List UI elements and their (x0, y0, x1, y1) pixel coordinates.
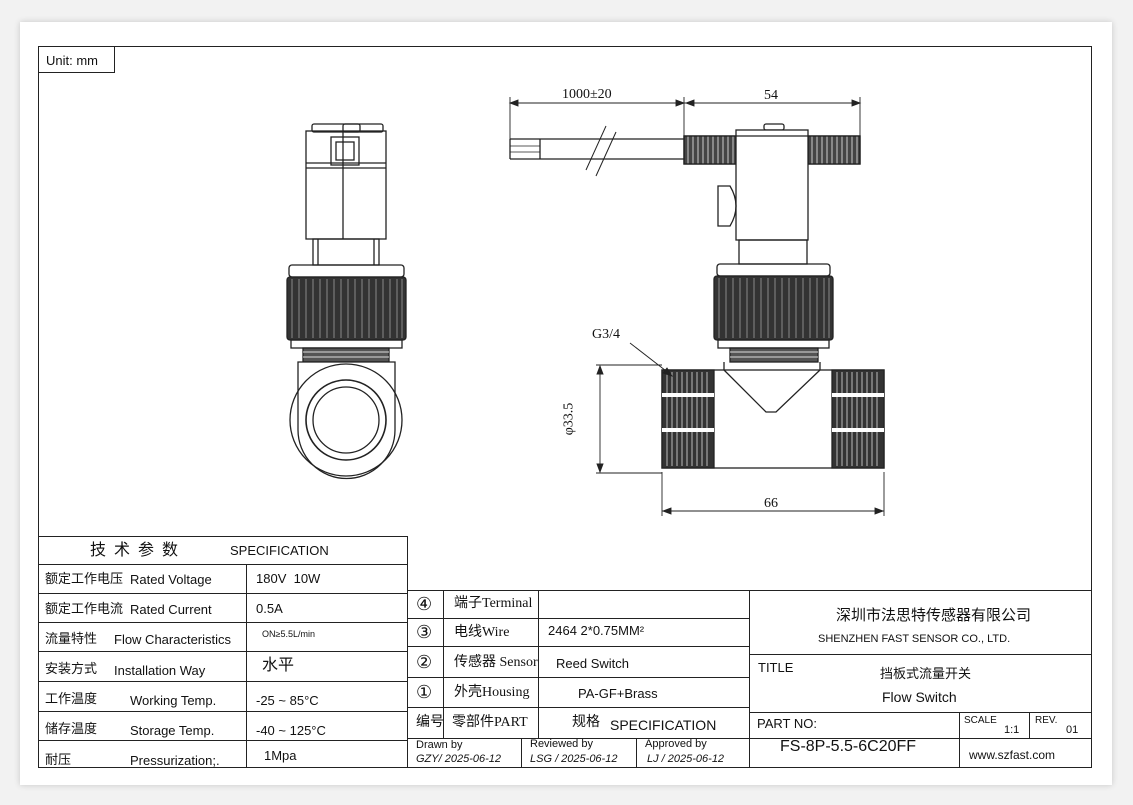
spec-en-pressure: Pressurization;. (130, 753, 220, 768)
parts-header-spec-cn: 规格 (572, 715, 600, 730)
approved-by-label: Approved by (645, 738, 707, 750)
spec-header-cn: 技 术 参 数 (90, 542, 179, 559)
spec-cn-installation: 安装方式 (45, 661, 98, 676)
dim-body-length: 54 (764, 88, 778, 103)
spec-value-flow: ON≥5.5L/min (262, 629, 315, 639)
part-no-label: PART NO: (757, 716, 817, 731)
reviewed-by-label: Reviewed by (530, 738, 593, 750)
title-label: TITLE (758, 660, 794, 675)
dim-cable-length: 1000±20 (562, 87, 612, 102)
scale-label: SCALE (964, 715, 997, 726)
title-cn: 挡板式流量开关 (880, 666, 972, 681)
part-num-wire: ③ (416, 622, 433, 642)
spec-value-installation: 水平 (262, 657, 295, 674)
spec-cn-rated-voltage: 额定工作电压 (45, 571, 124, 586)
part-name-sensor: 传感器 Sensor (454, 655, 538, 670)
part-name-terminal: 端子Terminal (454, 596, 533, 611)
spec-cn-rated-current: 额定工作电流 (45, 601, 124, 616)
website: www.szfast.com (969, 748, 1056, 762)
parts-header-spec-en: SPECIFICATION (610, 717, 717, 733)
part-spec-wire: 2464 2*0.75MM² (548, 623, 645, 638)
drawn-by-label: Drawn by (416, 739, 463, 751)
rev-label: REV. (1035, 715, 1058, 726)
spec-value-rated-voltage: 180V 10W (256, 571, 321, 586)
drawing-frame (38, 46, 1092, 768)
spec-value-rated-current: 0.5A (256, 601, 283, 616)
unit-box (38, 46, 115, 73)
dim-pipe-length: 66 (764, 496, 778, 511)
part-num-housing: ① (416, 682, 433, 702)
spec-cn-storage-temp: 储存温度 (45, 721, 98, 736)
part-spec-sensor: Reed Switch (556, 656, 629, 671)
drawing-sheet (20, 22, 1112, 785)
part-num-terminal: ④ (416, 594, 433, 614)
title-en: Flow Switch (882, 689, 957, 705)
dim-thread: G3/4 (592, 327, 620, 342)
spec-cn-flow: 流量特性 (45, 631, 98, 646)
spec-en-flow: Flow Characteristics (114, 632, 232, 647)
spec-en-installation: Installation Way (114, 663, 206, 678)
spec-cn-working-temp: 工作温度 (45, 691, 98, 706)
approved-by-value: LJ / 2025-06-12 (647, 753, 725, 765)
parts-header-part: 零部件PART (452, 715, 528, 730)
spec-value-pressure: 1Mpa (264, 748, 297, 763)
spec-value-storage-temp: -40 ~ 125°C (256, 723, 326, 738)
spec-en-storage-temp: Storage Temp. (130, 723, 215, 738)
spec-header-en: SPECIFICATION (230, 543, 329, 558)
unit-label: Unit: mm (46, 53, 98, 68)
reviewed-by-value: LSG / 2025-06-12 (530, 753, 618, 765)
scale-value: 1:1 (1004, 724, 1020, 736)
part-name-wire: 电线Wire (454, 625, 510, 640)
spec-en-working-temp: Working Temp. (130, 693, 217, 708)
company-name-cn: 深圳市法思特传感器有限公司 (836, 608, 1032, 624)
dim-diameter: φ33.5 (561, 402, 577, 436)
part-name-housing: 外壳Housing (454, 685, 530, 700)
company-name-en: SHENZHEN FAST SENSOR CO., LTD. (818, 633, 1011, 645)
parts-header-num: 编号 (416, 715, 444, 730)
spec-en-rated-voltage: Rated Voltage (130, 572, 212, 587)
spec-en-rated-current: Rated Current (130, 602, 212, 617)
part-spec-housing: PA-GF+Brass (578, 686, 658, 701)
rev-value: 01 (1066, 724, 1079, 736)
spec-cn-pressure: 耐压 (45, 752, 72, 767)
drawn-by-value: GZY/ 2025-06-12 (416, 753, 501, 765)
part-num-sensor: ② (416, 652, 433, 672)
part-no-value: FS-8P-5.5-6C20FF (780, 738, 917, 755)
spec-value-working-temp: -25 ~ 85°C (256, 693, 319, 708)
